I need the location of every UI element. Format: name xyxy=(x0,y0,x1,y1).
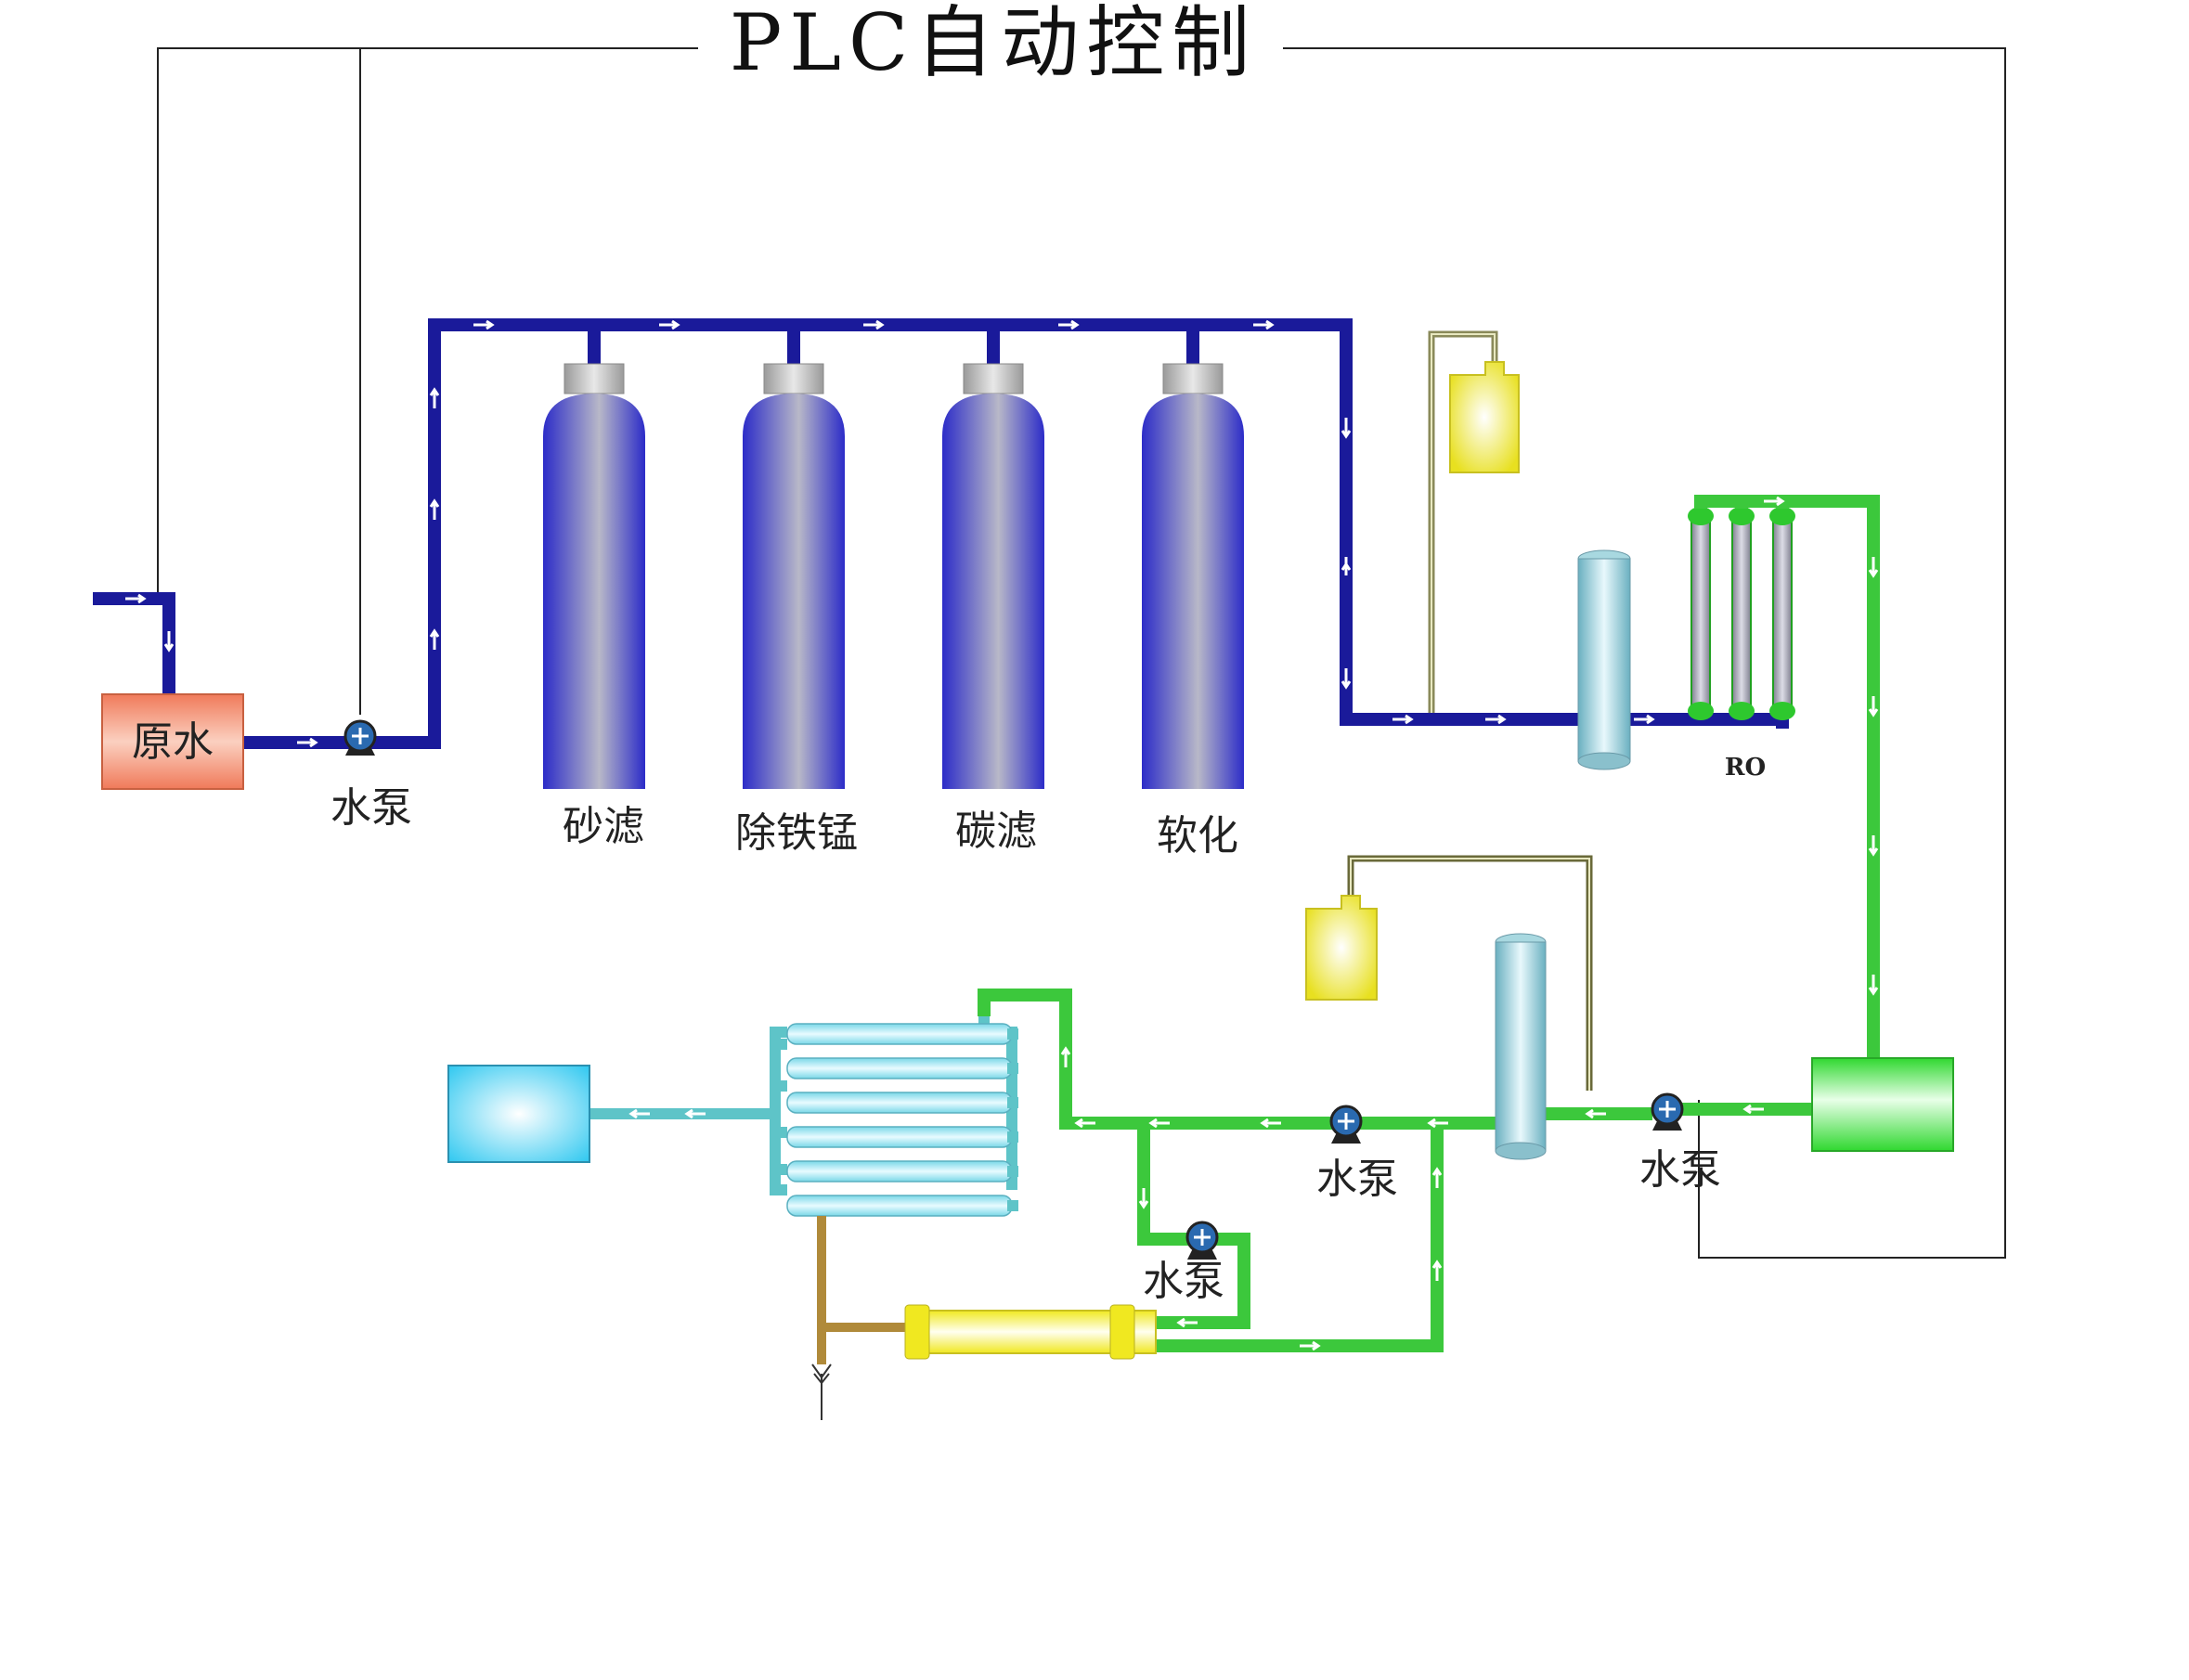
pump-4-label: 水泵 xyxy=(1639,1146,1721,1194)
drain-piping xyxy=(817,1216,914,1364)
pump-3-label: 水泵 xyxy=(1143,1258,1224,1305)
plc-control-lines xyxy=(157,47,2006,1259)
pump-1[interactable] xyxy=(343,719,377,756)
raw-water-tank: 原水 xyxy=(101,693,244,790)
iron-manganese-filter-vessel xyxy=(743,363,845,789)
raw-water-label: 原水 xyxy=(132,718,214,766)
uv-return-pipe xyxy=(1156,1123,1444,1352)
softener-vessel xyxy=(1142,363,1244,789)
pump-2[interactable] xyxy=(1329,1105,1363,1144)
security-filter-2 xyxy=(1495,933,1547,1160)
sand-filter-label: 砂滤 xyxy=(563,803,644,850)
flow-arrow-icon xyxy=(1060,496,1879,1351)
control-line-left xyxy=(157,47,698,594)
plc-title: PLC自动控制 xyxy=(730,0,1258,88)
pump-3[interactable] xyxy=(1185,1221,1219,1260)
ro-label: RO xyxy=(1725,754,1766,782)
sand-filter-vessel xyxy=(543,363,645,789)
bypass-pump3-pipe xyxy=(1137,1123,1188,1246)
pump2-to-membrane-pipe xyxy=(978,989,1332,1130)
softener-label: 软化 xyxy=(1157,812,1238,859)
final-water-tank xyxy=(447,1065,590,1163)
ro-unit: RO xyxy=(1688,495,1880,1058)
pump-4[interactable] xyxy=(1651,1092,1684,1131)
drain-arrow-icon xyxy=(811,1363,832,1420)
pump3-loop-pipe xyxy=(1156,1233,1250,1329)
dosing-tank-2 xyxy=(1305,855,1593,1091)
pump-2-label: 水泵 xyxy=(1316,1156,1398,1203)
flow-arrow-icon xyxy=(125,319,1655,748)
uv-sterilizer xyxy=(904,1304,1157,1360)
security-filter-1 xyxy=(1577,549,1631,770)
carbon-filter-vessel xyxy=(942,363,1044,789)
control-line-right xyxy=(1283,47,2006,1259)
flow-arrow-icon xyxy=(628,1108,706,1119)
pretreatment-piping xyxy=(93,318,1789,749)
dosing-tank-1 xyxy=(1428,330,1520,713)
ro-product-tank xyxy=(1811,1057,1954,1152)
iron-manganese-label: 除铁锰 xyxy=(735,809,858,857)
raw-water-inlet-pipe xyxy=(93,592,175,694)
carbon-filter-label: 碳滤 xyxy=(955,808,1037,855)
membrane-stack xyxy=(770,1016,1018,1217)
pump-1-label: 水泵 xyxy=(330,784,412,832)
